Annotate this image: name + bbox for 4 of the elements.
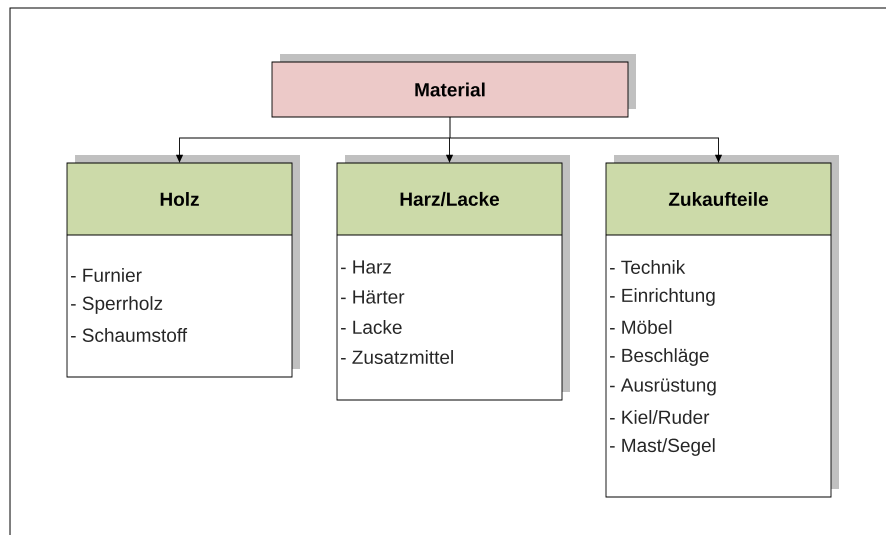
category-box: Zukaufteile - Technik - Einrichtung - Möbel - Beschläge - Ausrüstung - Kiel/Ruder - Mast/Segel [606, 155, 839, 498]
category-box: Harz/Lacke - Harz - Härter - Lacke - Zusatzmittel [336, 155, 570, 400]
material-box: Material [272, 54, 636, 118]
category-box: Holz - Furnier - Sperrholz - Schaumstoff [66, 155, 300, 378]
